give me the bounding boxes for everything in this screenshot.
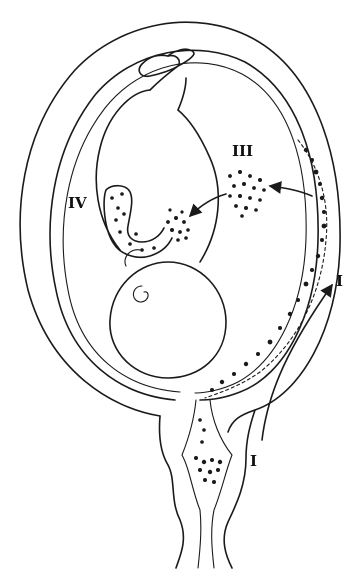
fetal-gut-cells [110, 192, 156, 252]
amniotic-cell-cluster [228, 170, 266, 218]
cervix-left-wall [159, 416, 183, 568]
fetal-gut [104, 186, 172, 258]
fetus-leg-lower [178, 78, 186, 110]
arrow-placenta-to-cluster [270, 186, 312, 196]
uterus-inner-wall [50, 50, 318, 400]
label-stage-one-lower: I [250, 452, 257, 470]
fetus-ear [133, 286, 148, 302]
fetus-body [96, 90, 150, 250]
label-stage-one-right: I [336, 272, 343, 290]
label-stage-four: IV [68, 194, 87, 212]
cervical-canal-right [210, 400, 232, 568]
fetus-back [178, 110, 218, 262]
fetus-head [110, 262, 226, 378]
cervical-canal-left [182, 400, 201, 568]
cervical-cell-cluster [194, 418, 222, 484]
mouth-cell-cluster [166, 208, 190, 241]
cervix-right-wall [224, 410, 255, 568]
arrow-ascending [262, 285, 332, 440]
arrow-cluster-to-mouth [190, 194, 226, 216]
uterus-outer-wall [20, 22, 340, 432]
label-stage-three: III [232, 142, 253, 160]
